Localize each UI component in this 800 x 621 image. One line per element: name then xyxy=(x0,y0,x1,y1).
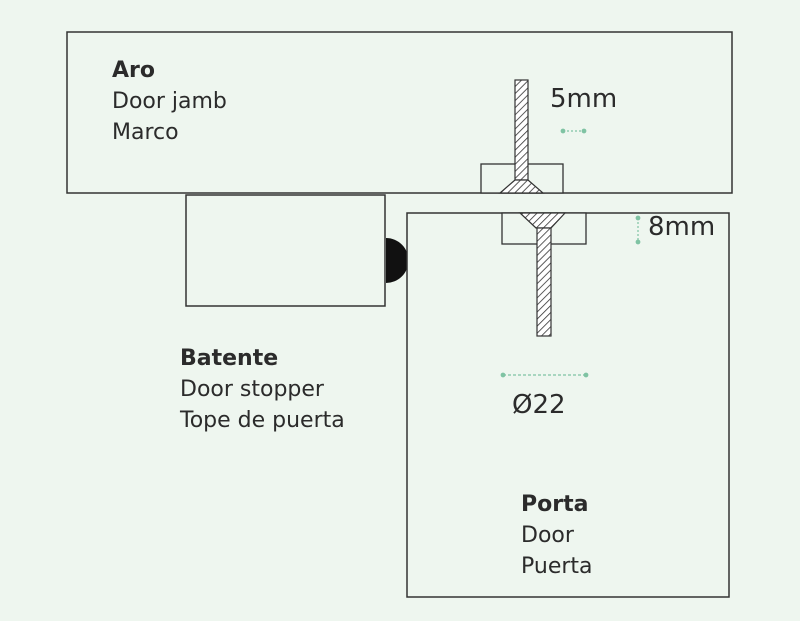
jamb-title: Aro xyxy=(112,58,155,83)
dim-5mm-marker xyxy=(560,128,587,134)
lower-pin xyxy=(536,227,552,337)
door-stopper-shape xyxy=(185,194,386,307)
door-shape xyxy=(406,212,730,598)
jamb-label: Aro Door jamb Marco xyxy=(112,55,227,148)
dim-8mm-marker xyxy=(635,215,641,245)
dim-22-marker xyxy=(500,372,589,378)
door-jamb-shape xyxy=(66,31,733,194)
stopper-line2: Tope de puerta xyxy=(180,408,345,433)
door-label: Porta Door Puerta xyxy=(521,489,593,582)
stopper-line1: Door stopper xyxy=(180,377,324,402)
dim-5mm-label: 5mm xyxy=(550,84,618,114)
door-line1: Door xyxy=(521,523,574,548)
jamb-line2: Marco xyxy=(112,120,179,145)
door-line2: Puerta xyxy=(521,554,593,579)
door-title: Porta xyxy=(521,492,589,517)
jamb-line1: Door jamb xyxy=(112,89,227,114)
stopper-label: Batente Door stopper Tope de puerta xyxy=(180,343,345,436)
stopper-title: Batente xyxy=(180,346,279,371)
dim-8mm-label: 8mm xyxy=(648,212,716,242)
upper-pin xyxy=(514,79,529,181)
stopper-bumper xyxy=(386,238,409,283)
dim-22-label: Ø22 xyxy=(512,390,566,420)
upper-pin-cone xyxy=(498,179,545,194)
